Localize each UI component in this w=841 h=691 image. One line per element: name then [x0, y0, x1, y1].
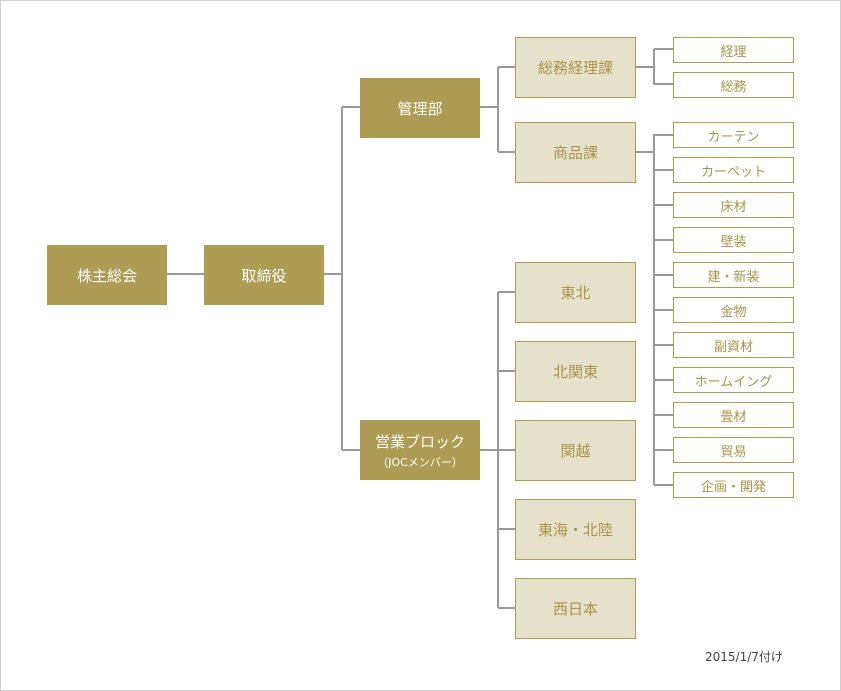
node-product-item: 副資材: [673, 332, 794, 358]
node-label: ホームイング: [694, 374, 773, 390]
node-admin: 管理部: [360, 78, 480, 138]
node-label: 北関東: [552, 363, 598, 381]
node-general-accounting: 総務経理課: [515, 37, 636, 98]
node-region: 北関東: [515, 341, 636, 402]
node-region: 東海・北陸: [515, 499, 636, 560]
node-label: 企画・開発: [700, 479, 766, 495]
node-product-item: 貿易: [673, 437, 794, 463]
node-product-item: 金物: [673, 297, 794, 323]
node-label: 金物: [720, 304, 747, 320]
node-label: 貿易: [720, 444, 747, 460]
node-product-item: 畳材: [673, 402, 794, 428]
node-sales: 営業ブロック （JOCメンバー）: [360, 420, 480, 480]
node-shareholders: 株主総会: [47, 245, 167, 305]
node-label: 総務: [720, 79, 747, 95]
node-label: カーテン: [707, 129, 760, 145]
date-note: 2015/1/7付け: [705, 650, 783, 664]
node-sublabel: （JOCメンバー）: [377, 455, 463, 469]
node-label: カーペット: [700, 164, 766, 180]
node-label: 畳材: [720, 409, 747, 425]
node-label: 株主総会: [76, 266, 137, 285]
node-label: 壁装: [720, 234, 747, 250]
node-product-item: ホームイング: [673, 367, 794, 393]
node-label: 関越: [560, 442, 591, 460]
node-label: 営業ブロック: [374, 432, 465, 451]
node-accounting: 経理: [673, 37, 794, 63]
node-product-item: 企画・開発: [673, 472, 794, 498]
node-label: 東北: [560, 284, 591, 302]
node-label: 取締役: [241, 266, 287, 285]
node-label: 床材: [720, 199, 747, 215]
node-label: 副資材: [713, 339, 753, 355]
node-product-item: 壁装: [673, 227, 794, 253]
node-label: 総務経理課: [537, 59, 613, 77]
node-region: 西日本: [515, 578, 636, 639]
node-product-item: 建・新装: [673, 262, 794, 288]
node-label: 経理: [720, 44, 747, 60]
node-board: 取締役: [204, 245, 324, 305]
node-products: 商品課: [515, 122, 636, 183]
node-product-item: 床材: [673, 192, 794, 218]
node-region: 東北: [515, 262, 636, 323]
node-product-item: カーペット: [673, 157, 794, 183]
node-label: 西日本: [552, 600, 598, 618]
node-region: 関越: [515, 420, 636, 481]
node-product-item: カーテン: [673, 122, 794, 148]
node-label: 建・新装: [707, 269, 760, 285]
node-label: 商品課: [552, 144, 598, 162]
node-label: 管理部: [397, 99, 443, 118]
node-label: 東海・北陸: [537, 521, 613, 539]
node-general: 総務: [673, 72, 794, 98]
